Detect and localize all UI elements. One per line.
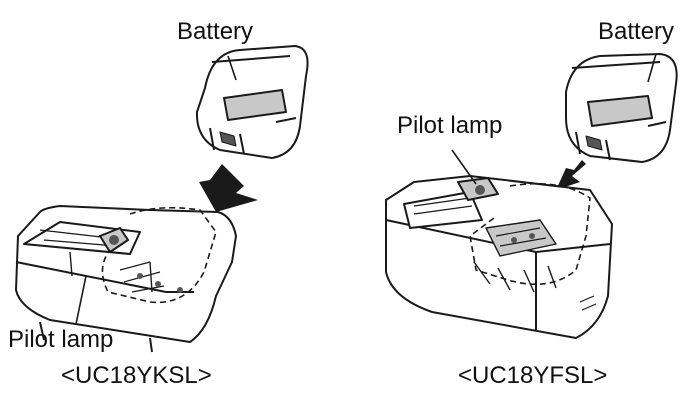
- left-pilot-lamp-label: Pilot lamp: [8, 328, 113, 352]
- right-model-label: <UC18YFSL>: [458, 364, 607, 388]
- left-insert-arrow-icon: [199, 164, 258, 212]
- right-battery: [566, 54, 677, 162]
- left-battery: [197, 46, 308, 158]
- right-pilot-lamp-label: Pilot lamp: [397, 114, 502, 138]
- left-model-label: <UC18YKSL>: [61, 364, 212, 388]
- left-battery-label: Battery: [177, 20, 253, 44]
- right-charger: [386, 176, 612, 338]
- right-battery-label: Battery: [598, 20, 674, 44]
